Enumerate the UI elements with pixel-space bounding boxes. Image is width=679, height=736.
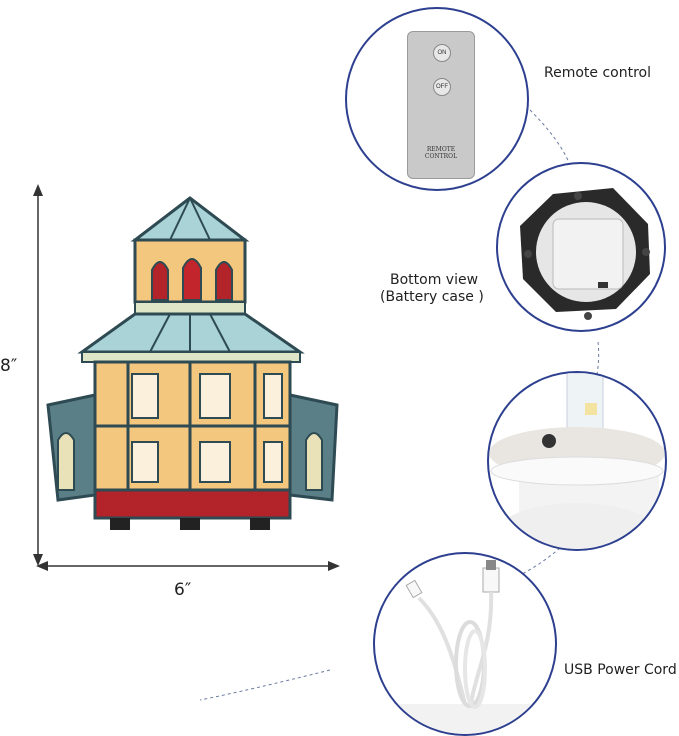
led-base-circle: [487, 371, 667, 551]
usb-cord-image: [375, 560, 555, 734]
remote-caption: REMOTE CONTROL: [424, 146, 458, 160]
usb-cord-circle: [373, 552, 557, 736]
battery-case-label: (Battery case ): [380, 289, 484, 305]
remote-circle: ON OFF REMOTE CONTROL: [345, 7, 529, 191]
width-label: 6″: [174, 580, 192, 600]
on-button: ON: [433, 44, 451, 62]
led-base-image: [489, 373, 665, 549]
battery-case-image: [520, 188, 650, 320]
off-button: OFF: [433, 78, 451, 96]
lamp-image: [46, 196, 339, 530]
remote-control-label: Remote control: [544, 65, 651, 81]
height-label: 8″: [0, 356, 18, 376]
bottom-view-label: Bottom view: [390, 272, 479, 288]
remote-control: ON OFF REMOTE CONTROL: [407, 31, 475, 179]
usb-power-cord-label: USB Power Cord: [564, 662, 677, 678]
bottom-view-circle: [496, 162, 666, 332]
